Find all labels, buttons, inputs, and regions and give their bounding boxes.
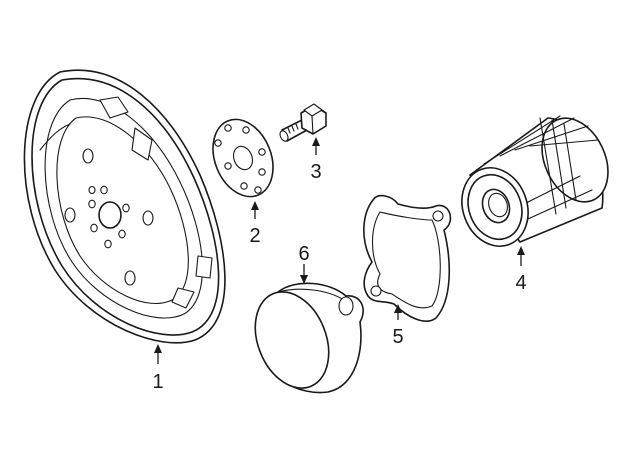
callout-1: 1	[152, 371, 163, 393]
cover-cap-part	[254, 282, 364, 394]
bolt-part	[279, 103, 327, 142]
flexplate-part	[23, 69, 226, 344]
oil-filter-part	[461, 115, 609, 247]
callout-5: 5	[392, 326, 403, 348]
callout-4: 4	[515, 272, 526, 294]
callout-3: 3	[310, 161, 321, 183]
callout-leaders	[154, 137, 525, 364]
callout-2: 2	[249, 225, 260, 247]
gasket-part	[363, 194, 452, 322]
shim-plate-part	[212, 118, 274, 198]
callout-6: 6	[298, 243, 309, 265]
